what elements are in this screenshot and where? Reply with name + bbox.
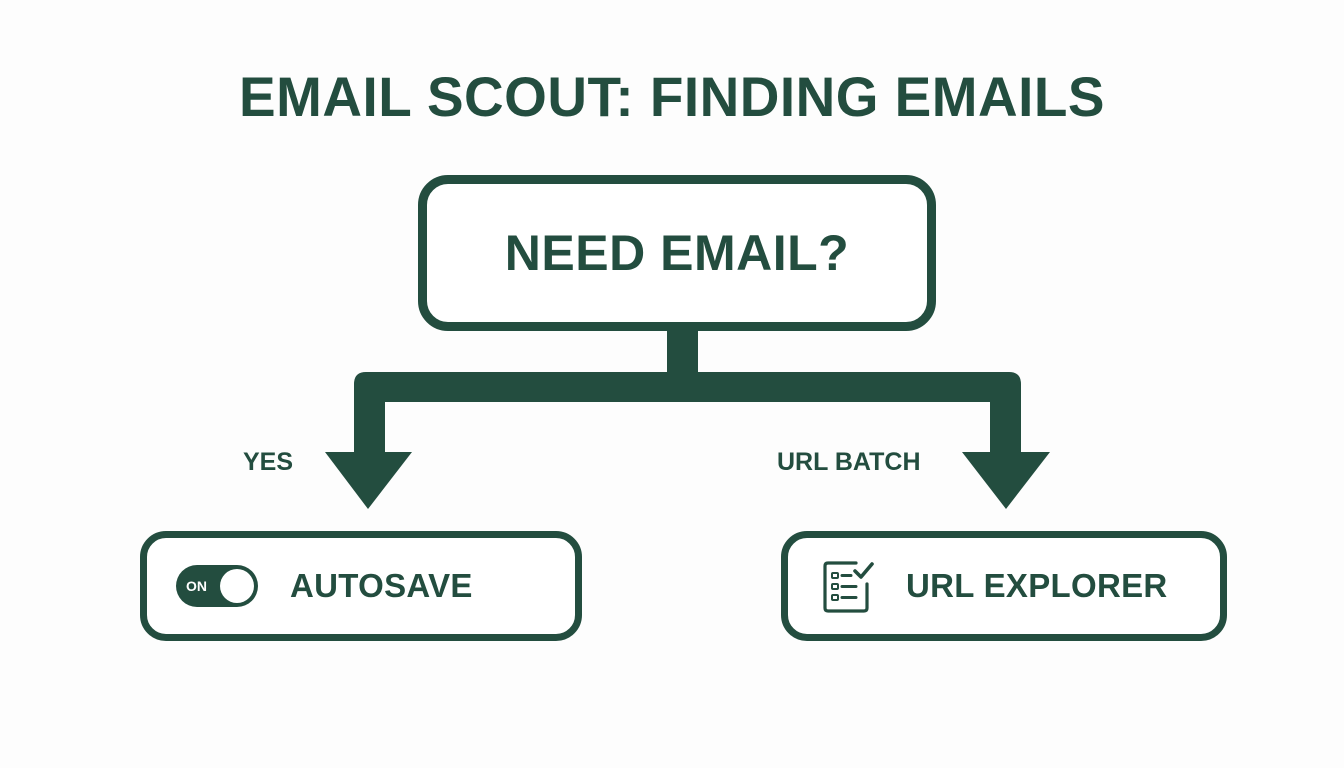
toggle-knob — [220, 569, 254, 603]
url-explorer-label: URL EXPLORER — [906, 567, 1168, 604]
arrowhead-left-icon — [325, 452, 412, 509]
connector-branch-bar — [354, 372, 1021, 455]
connector-stem — [667, 328, 698, 378]
url-explorer-node: URL EXPLORER — [781, 531, 1227, 641]
decision-node: NEED EMAIL? — [418, 175, 936, 331]
toggle-state-label: ON — [186, 578, 207, 594]
checklist-icon — [823, 561, 874, 613]
branch-label-url-batch: URL BATCH — [777, 448, 921, 476]
branch-label-yes: YES — [243, 448, 294, 476]
autosave-label: AUTOSAVE — [290, 567, 473, 604]
arrowhead-right-icon — [962, 452, 1050, 509]
decision-label: NEED EMAIL? — [504, 225, 850, 281]
toggle-switch-icon: ON — [176, 565, 258, 607]
autosave-node: ON AUTOSAVE — [140, 531, 582, 641]
diagram-title: EMAIL SCOUT: FINDING EMAILS — [239, 65, 1105, 128]
